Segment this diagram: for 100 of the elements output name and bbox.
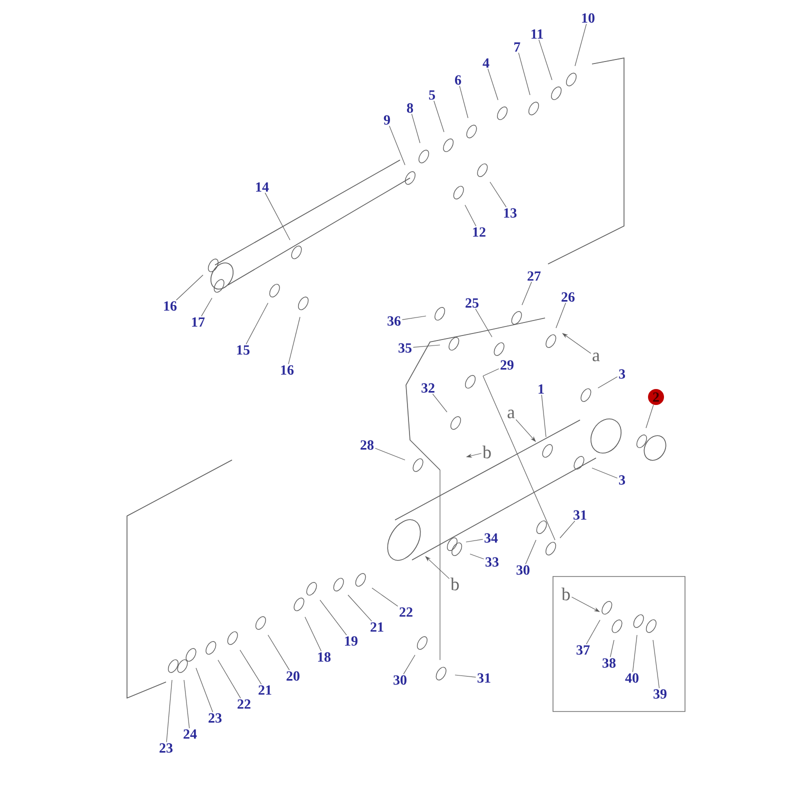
leader-line — [518, 52, 530, 96]
callout-number: 24 — [184, 729, 197, 739]
leader-line — [348, 594, 372, 622]
leader-line — [560, 520, 576, 538]
callout-number: 36 — [388, 316, 401, 326]
callout-number: 11 — [532, 29, 543, 39]
leader-line — [218, 660, 241, 698]
leader-line — [652, 640, 660, 688]
callout-number: 29 — [500, 360, 514, 370]
leader-line — [482, 368, 500, 376]
callout-number: 25 — [466, 298, 478, 308]
reference-arrow — [562, 333, 592, 354]
callout-number: 20 — [286, 671, 300, 681]
callout-number: 39 — [654, 689, 666, 699]
reference-arrow — [516, 419, 536, 442]
leader-line — [466, 539, 484, 542]
reference-letter: a — [592, 352, 600, 362]
callout-number: 12 — [473, 227, 486, 237]
leader-line — [246, 302, 268, 344]
callout-number: 33 — [486, 557, 499, 567]
callout-number: 3 — [619, 475, 626, 485]
leader-line — [411, 114, 420, 144]
callout-number: 10 — [582, 13, 594, 23]
reference-letter: a — [508, 410, 515, 418]
callout-number: 30 — [516, 565, 530, 575]
callout-number: 16 — [164, 301, 177, 311]
leader-line — [525, 540, 536, 564]
leader-line — [586, 620, 600, 644]
leader-line — [538, 40, 552, 80]
callout-number: 6 — [455, 75, 462, 85]
reference-letter: b — [450, 578, 459, 590]
reference-arrow — [425, 556, 450, 579]
leader-line — [412, 344, 440, 348]
callout-number: 31 — [478, 673, 490, 683]
callout-number: 16 — [281, 365, 294, 375]
leader-line — [374, 448, 406, 460]
leader-line — [288, 316, 300, 364]
inset-frame — [552, 576, 686, 712]
callout-number: 38 — [602, 658, 616, 668]
leader-line — [372, 588, 398, 607]
callout-number: 5 — [429, 90, 435, 100]
leader-line — [470, 554, 484, 560]
callout-number: 28 — [360, 440, 374, 450]
callout-number: 23 — [208, 713, 222, 723]
leader-line — [432, 394, 448, 412]
leader-line — [454, 674, 476, 678]
leader-line — [389, 126, 406, 166]
leader-line — [434, 100, 444, 132]
leader-line — [632, 634, 638, 672]
leader-line — [592, 468, 618, 478]
callout-number: 15 — [237, 345, 250, 355]
callout-number: 19 — [345, 636, 358, 646]
reference-letter: b — [482, 446, 491, 458]
callout-number: 7 — [514, 42, 520, 52]
callout-number: 26 — [562, 292, 575, 302]
leader-line — [184, 680, 190, 728]
callout-number: 27 — [528, 271, 541, 281]
leader-line — [541, 394, 546, 438]
leader-line — [268, 634, 290, 670]
leader-line — [201, 298, 212, 316]
callout-number: 37 — [576, 645, 590, 655]
leader-line — [488, 68, 498, 100]
leader-line — [264, 192, 290, 240]
callout-number: 34 — [484, 533, 498, 543]
leader-line — [574, 24, 587, 66]
leader-line — [196, 668, 214, 712]
leader-line — [464, 204, 476, 226]
callout-number: 8 — [406, 103, 414, 113]
callout-number: 2 — [648, 389, 664, 405]
callout-number: 40 — [625, 673, 638, 683]
callout-number: 35 — [398, 343, 412, 353]
callout-number: 21 — [370, 622, 384, 632]
callout-number: 4 — [482, 58, 490, 68]
leader-line — [475, 308, 492, 338]
leader-line — [320, 600, 347, 636]
callout-number: 23 — [160, 743, 173, 753]
leader-line — [459, 86, 468, 118]
leader-line — [166, 680, 172, 742]
leader-line — [240, 650, 262, 684]
callout-number: 18 — [318, 652, 331, 662]
leader-line — [402, 316, 426, 320]
leader-line — [176, 274, 204, 300]
callout-number: 32 — [422, 383, 434, 393]
callout-number: 30 — [394, 675, 406, 685]
leader-line — [304, 616, 322, 652]
callout-number: 22 — [400, 607, 412, 617]
leader-line — [556, 302, 566, 328]
callout-number: 9 — [384, 115, 390, 125]
leader-line — [646, 404, 654, 428]
callout-number: 13 — [504, 208, 517, 218]
callout-number: 3 — [619, 369, 626, 379]
leader-line — [598, 376, 618, 388]
callout-number: 14 — [256, 182, 269, 192]
leader-line — [490, 182, 506, 208]
callout-number: 22 — [238, 699, 250, 709]
leader-line — [610, 640, 614, 658]
leader-line — [403, 654, 416, 674]
callout-number: 21 — [258, 685, 272, 695]
callout-number: 1 — [538, 384, 544, 394]
callout-number: 31 — [574, 510, 586, 520]
